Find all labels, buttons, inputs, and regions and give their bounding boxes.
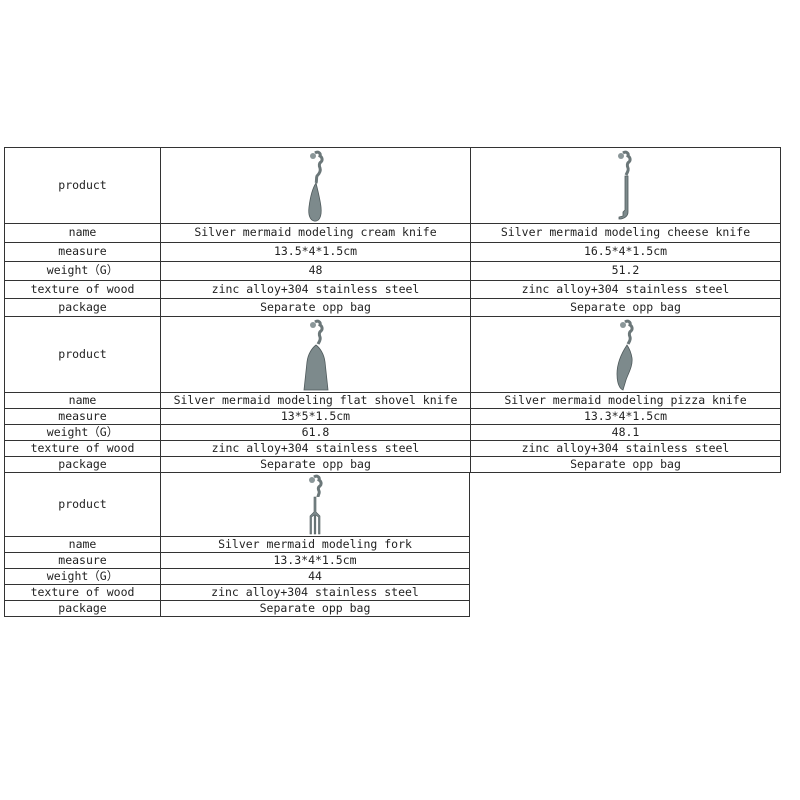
product-name: Silver mermaid modeling fork [160,536,470,553]
product-texture: zinc alloy+304 stainless steel [160,440,471,457]
product-package: Separate opp bag [470,456,781,473]
product-texture: zinc alloy+304 stainless steel [160,280,471,299]
product-measure: 13.3*4*1.5cm [160,552,470,569]
row-label-product: product [4,147,161,224]
product-texture: zinc alloy+304 stainless steel [470,440,781,457]
product-texture: zinc alloy+304 stainless steel [160,584,470,601]
row-label-name: name [4,536,161,553]
product-texture: zinc alloy+304 stainless steel [470,280,781,299]
product-weight: 48.1 [470,424,781,441]
product-measure: 13.3*4*1.5cm [470,408,781,425]
pizza-knife-icon [616,319,634,391]
product-name: Silver mermaid modeling cheese knife [470,223,781,243]
product-table-block-3: product name Silver mermaid modeling for… [4,472,470,617]
row-label-package: package [4,456,161,473]
product-weight: 48 [160,261,471,281]
row-label-product: product [4,472,161,537]
row-label-weight: weight（G） [4,424,161,441]
product-name: Silver mermaid modeling pizza knife [470,392,781,409]
fork-icon [309,474,323,534]
product-table-block-1: product name Silver mermaid modeling cre… [4,147,781,317]
product-package: Separate opp bag [470,298,781,317]
product-measure: 13.5*4*1.5cm [160,242,471,262]
row-label-name: name [4,223,161,243]
product-image-cell [470,147,781,224]
product-image-cell [160,147,471,224]
row-label-name: name [4,392,161,409]
product-package: Separate opp bag [160,298,471,317]
row-label-measure: measure [4,408,161,425]
row-label-product: product [4,316,161,393]
product-name: Silver mermaid modeling cream knife [160,223,471,243]
product-weight: 61.8 [160,424,471,441]
row-label-texture: texture of wood [4,440,161,457]
row-label-package: package [4,298,161,317]
cheese-knife-icon [617,150,632,219]
product-name: Silver mermaid modeling flat shovel knif… [160,392,471,409]
row-label-weight: weight（G） [4,261,161,281]
product-weight: 51.2 [470,261,781,281]
row-label-measure: measure [4,242,161,262]
cream-knife-icon [307,150,324,221]
product-image-cell [160,472,470,537]
product-image-cell [160,316,471,393]
product-package: Separate opp bag [160,600,470,617]
row-label-measure: measure [4,552,161,569]
product-measure: 13*5*1.5cm [160,408,471,425]
row-label-texture: texture of wood [4,280,161,299]
row-label-weight: weight（G） [4,568,161,585]
product-package: Separate opp bag [160,456,471,473]
product-image-cell [470,316,781,393]
row-label-texture: texture of wood [4,584,161,601]
row-label-package: package [4,600,161,617]
product-measure: 16.5*4*1.5cm [470,242,781,262]
product-table-block-2: product name Silver mermaid modeling fla… [4,316,781,473]
flat-shovel-knife-icon [303,319,328,390]
product-weight: 44 [160,568,470,585]
